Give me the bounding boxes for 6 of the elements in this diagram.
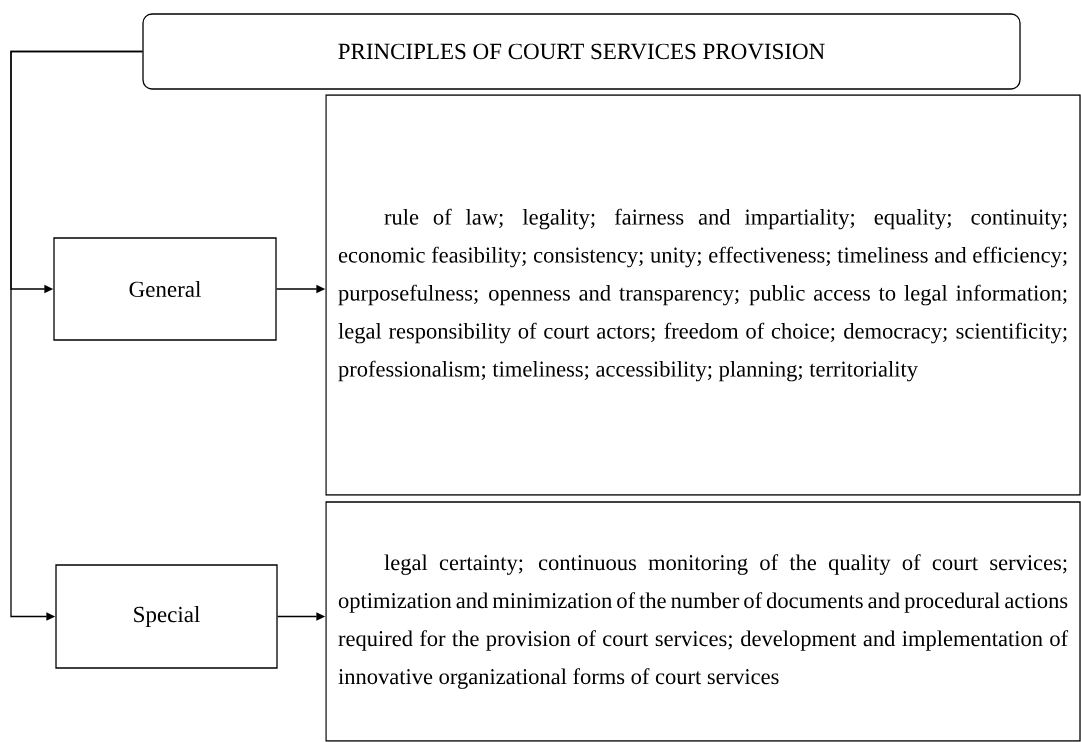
title-box: PRINCIPLES OF COURT SERVICES PROVISION xyxy=(142,13,1021,90)
arrow xyxy=(10,50,143,621)
list-box: rule of law; legality; fairness and impartiality; equality; continuity; economic feasibility; consistency; unity; effectiveness; timeliness and efficiency; purposefulness; openness and transparency; public access to legal information; legal responsibility of court actors; freedom of choice; democracy; scientificity; professionalism; timeliness; accessibility; planning; territoriality xyxy=(325,94,1081,496)
category-box: Special xyxy=(55,564,278,669)
category-box: General xyxy=(53,237,277,341)
list-box: legal certainty; continuous monitoring of the quality of court services; optimization and minimization of the number of documents and procedural actions required for the provision of court services; development and implementation of innovative organizational forms of court services xyxy=(325,501,1081,742)
